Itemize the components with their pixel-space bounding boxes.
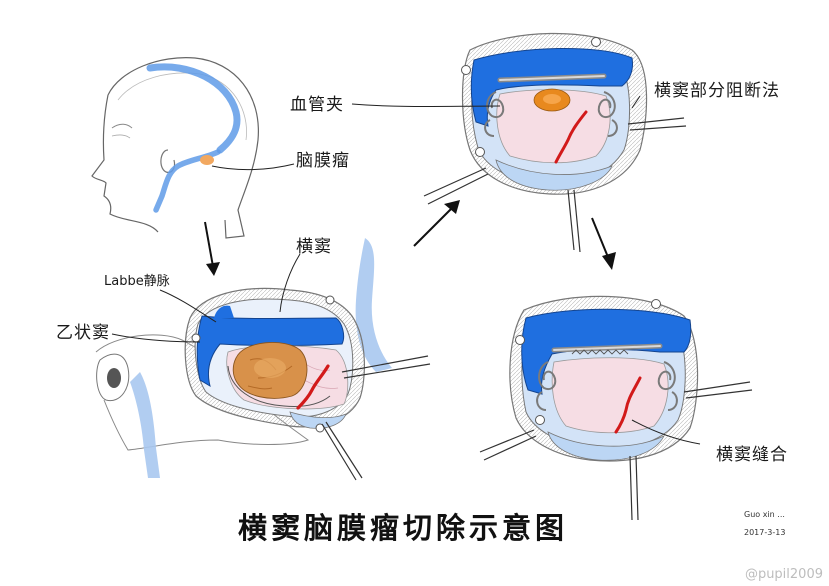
left-operative-field: [95, 238, 431, 481]
label-sinus-suture: 横窦缝合: [716, 445, 788, 465]
arrow-top-to-bottom-right: [591, 217, 616, 270]
label-partial-block: 横窦部分阻断法: [654, 81, 780, 101]
label-transverse-sinus: 横窦: [296, 237, 332, 257]
top-right-operative-field: [423, 32, 687, 253]
label-sigmoid-sinus: 乙状窦: [56, 323, 110, 343]
arrow-left-to-top-right: [413, 200, 460, 247]
label-labbe-vein: Labbe静脉: [104, 274, 170, 289]
signature-date: 2017-3-13: [744, 528, 786, 537]
arrow-head-to-left: [204, 221, 220, 276]
label-meningioma: 脑膜瘤: [296, 151, 350, 171]
watermark: @pupil2009: [744, 567, 823, 582]
figure-title: 横窦脑膜瘤切除示意图: [238, 511, 569, 545]
bottom-right-operative-field: [479, 295, 753, 521]
label-vessel-clamp: 血管夹: [290, 95, 344, 115]
leader-lines: [111, 95, 701, 445]
signature-name: Guo xin ...: [744, 510, 785, 519]
head-illustration: [91, 57, 259, 239]
